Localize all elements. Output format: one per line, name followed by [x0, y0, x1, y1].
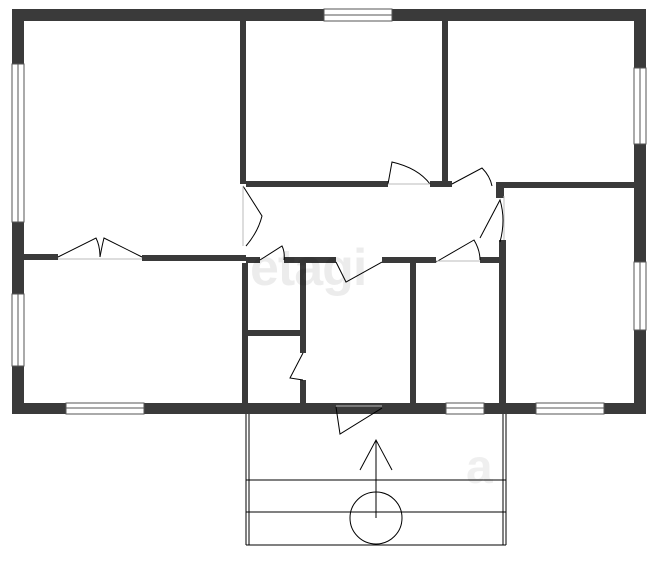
wall-h-left-mid-b [142, 255, 246, 261]
wall-h-upper [246, 181, 388, 187]
door-swing-8 [289, 352, 304, 381]
door-entrance [335, 405, 383, 435]
wall-h-center [246, 257, 260, 263]
entry-arrow-head [359, 438, 393, 471]
watermark-corner: a [466, 441, 493, 494]
door-swing-7 [479, 196, 505, 243]
wall-h-left-mid [24, 254, 58, 260]
door-swing-5 [335, 261, 383, 283]
windows [11, 8, 647, 415]
wall-h-center-b [284, 257, 336, 263]
wall-v-middle-upper [442, 21, 448, 185]
walls [12, 9, 646, 414]
door-swing-6 [435, 239, 481, 263]
wall-h-bath [248, 330, 304, 336]
door-double [57, 237, 143, 260]
wall-v-right-mid [496, 186, 504, 198]
porch [245, 414, 507, 546]
wall-v-right-lower [499, 240, 506, 405]
door-swing-3 [242, 185, 263, 247]
wall-v-bath [300, 263, 306, 353]
wall-v-center-left [242, 263, 248, 405]
wall-h-upper-mid [430, 181, 452, 187]
wall-v-bath-b [300, 380, 306, 405]
watermark-logo: etagi [250, 239, 367, 297]
door-swing-1 [387, 161, 431, 185]
outer-wall-bottom [12, 403, 646, 414]
door-swing-4 [259, 245, 285, 261]
wall-v-closet [410, 263, 416, 405]
wall-v-left-upper [240, 21, 246, 184]
door-swing-2 [451, 167, 493, 187]
wall-h-center-d [480, 257, 504, 263]
wall-h-upper-right [496, 182, 634, 188]
doors [57, 161, 505, 435]
wall-h-center-c [382, 257, 436, 263]
